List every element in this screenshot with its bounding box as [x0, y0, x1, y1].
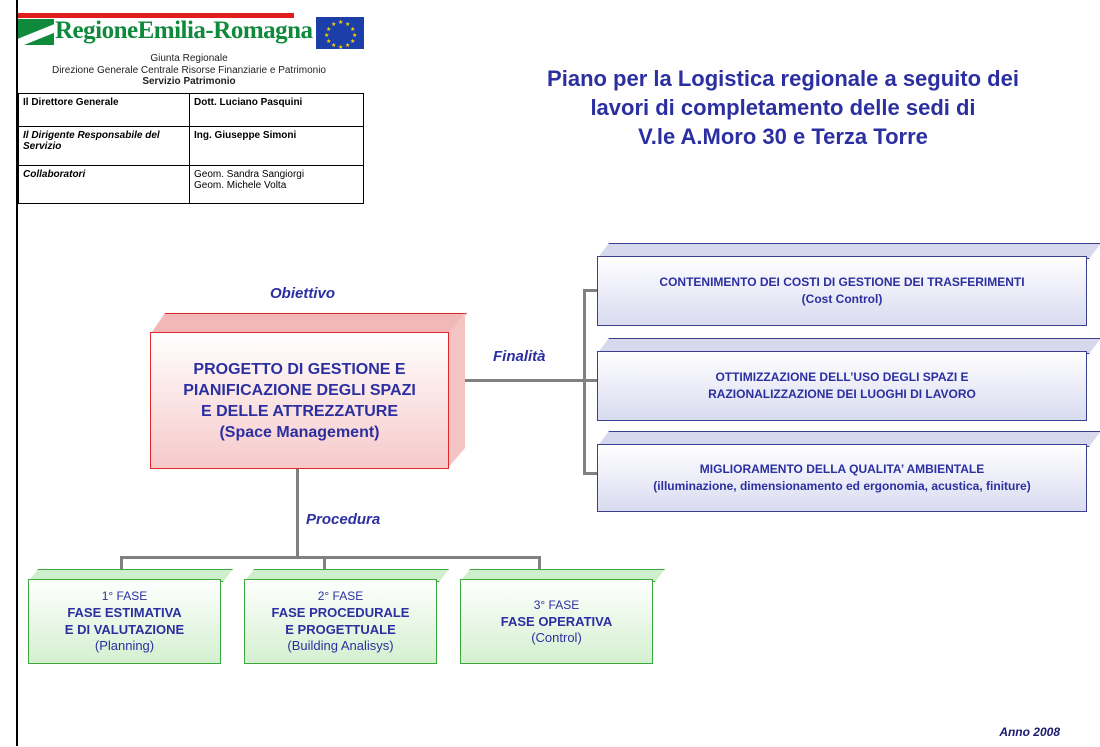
main-box-side — [448, 313, 465, 468]
finalita-line: OTTIMIZZAZIONE DELL’USO DEGLI SPAZI E — [715, 370, 969, 384]
title-line: lavori di completamento delle sedi di — [590, 95, 976, 120]
phase-box-3: 3° FASE FASE OPERATIVA (Control) — [460, 579, 653, 664]
phase-subtitle: (Building Analisys) — [287, 638, 394, 653]
main-box-line: E DELLE ATTREZZATURE — [200, 402, 399, 420]
staff-names: Geom. Sandra Sangiorgi Geom. Michele Vol… — [189, 165, 364, 204]
finalita-line: (illuminazione, dimensionamento ed ergon… — [653, 479, 1031, 493]
connector-branch — [120, 556, 123, 576]
phase-title: FASE PROCEDURALE — [271, 605, 410, 620]
phase-box-1: 1° FASE FASE ESTIMATIVA E DI VALUTAZIONE… — [28, 579, 221, 664]
phase-number: 2° FASE — [317, 589, 364, 603]
phase-number: 1° FASE — [101, 589, 148, 603]
org-line-giunta: Giunta Regionale — [150, 53, 228, 64]
phase-subtitle: (Control) — [531, 629, 582, 645]
staff-role: Il Direttore Generale — [18, 93, 190, 127]
page-frame — [16, 0, 1100, 746]
staff-name: Geom. Sandra Sangiorgi — [194, 169, 305, 180]
org-line-direzione: Direzione Generale Centrale Risorse Fina… — [51, 65, 326, 76]
finalita-box-qualita: MIGLIORAMENTO DELLA QUALITA’ AMBIENTALE … — [597, 444, 1087, 512]
main-box-line: PROGETTO DI GESTIONE E — [193, 360, 406, 378]
connector-finalita — [460, 379, 586, 382]
connector-branch — [538, 556, 541, 576]
staff-role: Collaboratori — [18, 165, 190, 204]
connector-branch — [323, 556, 326, 576]
title-line: Piano per la Logistica regionale a segui… — [547, 66, 1019, 91]
finalita-line: MIGLIORAMENTO DELLA QUALITA’ AMBIENTALE — [699, 462, 985, 476]
staff-name: Ing. Giuseppe Simoni — [189, 126, 364, 166]
phase-title: E DI VALUTAZIONE — [64, 622, 185, 637]
staff-name: Dott. Luciano Pasquini — [189, 93, 364, 127]
connector-branch — [583, 472, 598, 475]
phase-number: 3° FASE — [533, 597, 580, 612]
staff-row: Il Dirigente Responsabile del Servizio I… — [18, 126, 364, 166]
label-obiettivo: Obiettivo — [270, 285, 336, 302]
finalita-line: RAZIONALIZZAZIONE DEI LUOGHI DI LAVORO — [708, 387, 976, 401]
phase-title: E PROGETTUALE — [285, 622, 396, 637]
staff-row: Il Direttore Generale Dott. Luciano Pasq… — [18, 93, 364, 127]
main-box-line: PIANIFICAZIONE DEGLI SPAZI — [183, 381, 416, 399]
staff-role: Il Dirigente Responsabile del Servizio — [18, 126, 190, 166]
connector-branch — [583, 379, 598, 382]
finalita-box-spazi: OTTIMIZZAZIONE DELL’USO DEGLI SPAZI E RA… — [597, 351, 1087, 421]
org-line-servizio: Servizio Patrimonio — [142, 76, 236, 87]
phase-title: FASE ESTIMATIVA — [67, 605, 182, 620]
finalita-line: (Cost Control) — [801, 292, 883, 306]
eu-flag-icon: ★ ★ ★ ★ ★ ★ ★ ★ ★ ★ ★ ★ — [316, 17, 364, 51]
main-box-line: (Space Management) — [219, 423, 380, 441]
staff-name: Geom. Michele Volta — [194, 180, 287, 191]
title-line: V.le A.Moro 30 e Terza Torre — [638, 124, 928, 149]
finalita-box-cost: CONTENIMENTO DEI COSTI DI GESTIONE DEI T… — [597, 256, 1087, 326]
label-procedura: Procedura — [306, 511, 381, 528]
phase-box-2: 2° FASE FASE PROCEDURALE E PROGETTUALE (… — [244, 579, 437, 664]
staff-row: Collaboratori Geom. Sandra Sangiorgi Geo… — [18, 165, 364, 204]
main-objective-box: PROGETTO DI GESTIONE E PIANIFICAZIONE DE… — [150, 332, 449, 469]
region-logo: RegioneEmilia-Romagna ★ ★ ★ ★ ★ ★ ★ ★ ★ … — [18, 13, 364, 51]
finalita-line: CONTENIMENTO DEI COSTI DI GESTIONE DEI T… — [659, 275, 1025, 289]
connector-procedura — [296, 468, 299, 558]
phase-subtitle: (Planning) — [94, 638, 155, 653]
staff-table: Il Direttore Generale Dott. Luciano Pasq… — [18, 93, 364, 204]
connector-branch — [583, 289, 598, 292]
page-title: Piano per la Logistica regionale a segui… — [478, 64, 1088, 151]
label-finalita: Finalità — [493, 348, 546, 365]
phase-title: FASE OPERATIVA — [500, 613, 613, 629]
connector-phases — [120, 556, 540, 559]
year-label: Anno 2008 — [999, 725, 1060, 739]
